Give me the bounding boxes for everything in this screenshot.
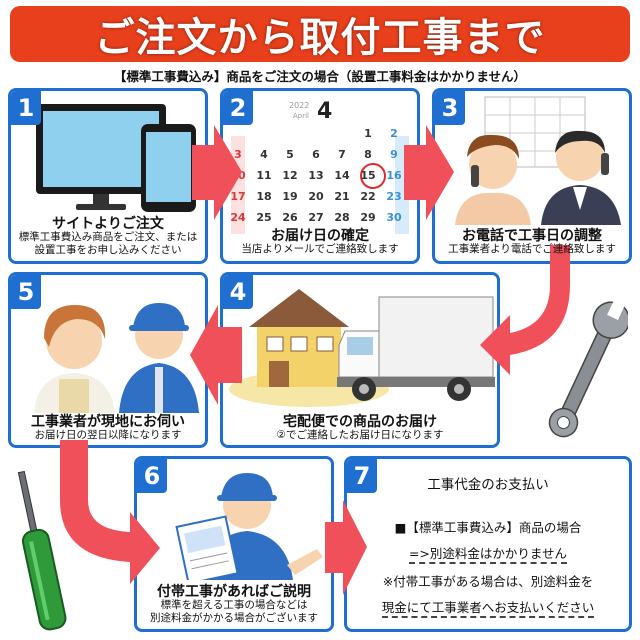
calendar-day: 14 <box>334 169 350 182</box>
step-4-card: 4 宅配便での商品のお届け ②でご連絡したお届け日になります <box>220 272 500 448</box>
arrow-3-to-4 <box>480 245 570 375</box>
payment-line-3: ※付帯工事がある場合は、別途料金を <box>382 574 594 589</box>
calendar-day: 5 <box>286 148 294 161</box>
wrench-icon <box>548 298 628 438</box>
screwdriver-icon <box>17 470 67 631</box>
arrow-6-to-7 <box>325 500 367 595</box>
step-5-desc-line-1: お届け日の翌日以降になります <box>34 429 182 441</box>
step-4-desc-line-1: ②でご連絡したお届け日になります <box>276 429 444 441</box>
payment-line-2: =>別途料金はかかりません <box>347 543 629 564</box>
calendar-day: 16 <box>386 169 402 182</box>
calendar-day: 9 <box>390 148 398 161</box>
calendar-day: 30 <box>386 211 402 224</box>
step-3-desc-line-1: 工事業者より電話でご連絡致します <box>448 243 616 255</box>
calendar-day: 15 <box>360 169 376 182</box>
calendar-day: 4 <box>260 148 268 161</box>
step-5-number: 5 <box>11 275 41 309</box>
calendar-day: 24 <box>230 211 246 224</box>
calendar-day: 18 <box>256 190 272 203</box>
calendar-day: 22 <box>360 190 376 203</box>
step-6-card: 6 付帯工事があればご説明 標準を超える工事の場合などは 別途料金がかかる場合が… <box>134 456 334 632</box>
banner-title: ご注文から取付工事まで <box>94 15 546 61</box>
calendar-day: 6 <box>312 148 320 161</box>
calendar-day: 28 <box>334 211 350 224</box>
step-4-number: 4 <box>223 275 253 309</box>
step-3-title: お電話で工事日の調整 <box>462 228 602 244</box>
step-5-card: 5 工事業者が現地にお伺い お届け日の翌日以降になります <box>8 272 208 448</box>
step-6-title: 付帯工事があればご説明 <box>157 584 311 600</box>
calendar-day: 26 <box>282 211 298 224</box>
payment-cash-note: 現金にて工事業者へお支払いください <box>381 600 595 618</box>
step-1-desc-line-1: 標準工事費込み商品をご注文、または <box>18 231 198 243</box>
calendar-day: 8 <box>364 148 372 161</box>
calendar-month: 4 <box>317 99 333 124</box>
calendar-day: 7 <box>338 148 346 161</box>
step-7-title: 工事代金のお支払い <box>427 477 549 493</box>
calendar-year: 2022 <box>289 101 310 110</box>
step-2-title: お届け日の確定 <box>271 228 369 244</box>
page-subtitle: 【標準工事費込み】商品をご注文の場合（設置工事料金はかかりません） <box>113 69 527 84</box>
step-2-card: 2 2022 April 4 1234567891011121314151617… <box>220 88 420 264</box>
step-7-number: 7 <box>347 459 377 493</box>
step-3-number: 3 <box>435 91 465 125</box>
calendar-day: 13 <box>308 169 324 182</box>
calendar-day: 2 <box>390 127 398 140</box>
phone-call-people-icon <box>455 96 621 225</box>
step-3-card: 3 お電話で工事日の調整 工事業者より電話でご連絡致します <box>432 88 632 264</box>
calendar-day: 12 <box>282 169 298 182</box>
step-1-number: 1 <box>11 91 41 125</box>
calendar-day: 25 <box>256 211 272 224</box>
monitor-and-phone-icon <box>36 104 196 212</box>
arrow-1-to-2 <box>192 125 242 220</box>
step-2-number: 2 <box>223 91 253 125</box>
calendar-day: 20 <box>308 190 324 203</box>
step-7-card: 7 工事代金のお支払い ■【標準工事費込み】商品の場合 =>別途料金はかかりませ… <box>344 456 632 632</box>
payment-line-1: ■【標準工事費込み】商品の場合 <box>394 520 582 535</box>
arrow-2-to-3 <box>404 125 454 220</box>
page-banner: ご注文から取付工事まで <box>10 6 630 62</box>
step-6-desc-line-1: 標準を超える工事の場合などは <box>160 599 308 611</box>
step-5-title: 工事業者が現地にお伺い <box>31 414 185 430</box>
calendar-day: 29 <box>360 211 376 224</box>
house-and-truck-icon <box>229 289 495 407</box>
customer-and-worker-icon <box>34 303 199 413</box>
step-4-title: 宅配便での商品のお届け <box>283 414 437 430</box>
calendar-day: 23 <box>386 190 402 203</box>
calendar-day: 3 <box>234 148 242 161</box>
step-1-card: 1 サイトよりご注文 標準工事費込み商品をご注文、または 設置工事をお申し込みく… <box>8 88 208 264</box>
arrow-5-to-6 <box>60 440 160 584</box>
step-6-desc-line-2: 別途料金がかかる場合がございます <box>150 612 318 624</box>
calendar-month-name: April <box>293 112 309 120</box>
calendar-day: 11 <box>256 169 272 182</box>
arrow-4-to-5 <box>190 305 242 405</box>
calendar-icon <box>229 99 417 234</box>
calendar-day: 21 <box>334 190 350 203</box>
calendar-day: 27 <box>308 211 324 224</box>
payment-line-4: 現金にて工事業者へお支払いください <box>347 597 629 618</box>
step-1-desc-line-2: 設置工事をお申し込みください <box>34 244 182 256</box>
worker-with-document-icon <box>175 473 323 580</box>
calendar-day: 1 <box>364 127 372 140</box>
step-6-number: 6 <box>137 459 167 493</box>
step-1-title: サイトよりご注文 <box>52 216 164 232</box>
calendar-day: 17 <box>230 190 246 203</box>
payment-no-extra-fee: =>別途料金はかかりません <box>408 546 568 564</box>
calendar-day: 19 <box>282 190 298 203</box>
step-2-desc-line-1: 当店よりメールでご連絡致します <box>241 243 399 255</box>
